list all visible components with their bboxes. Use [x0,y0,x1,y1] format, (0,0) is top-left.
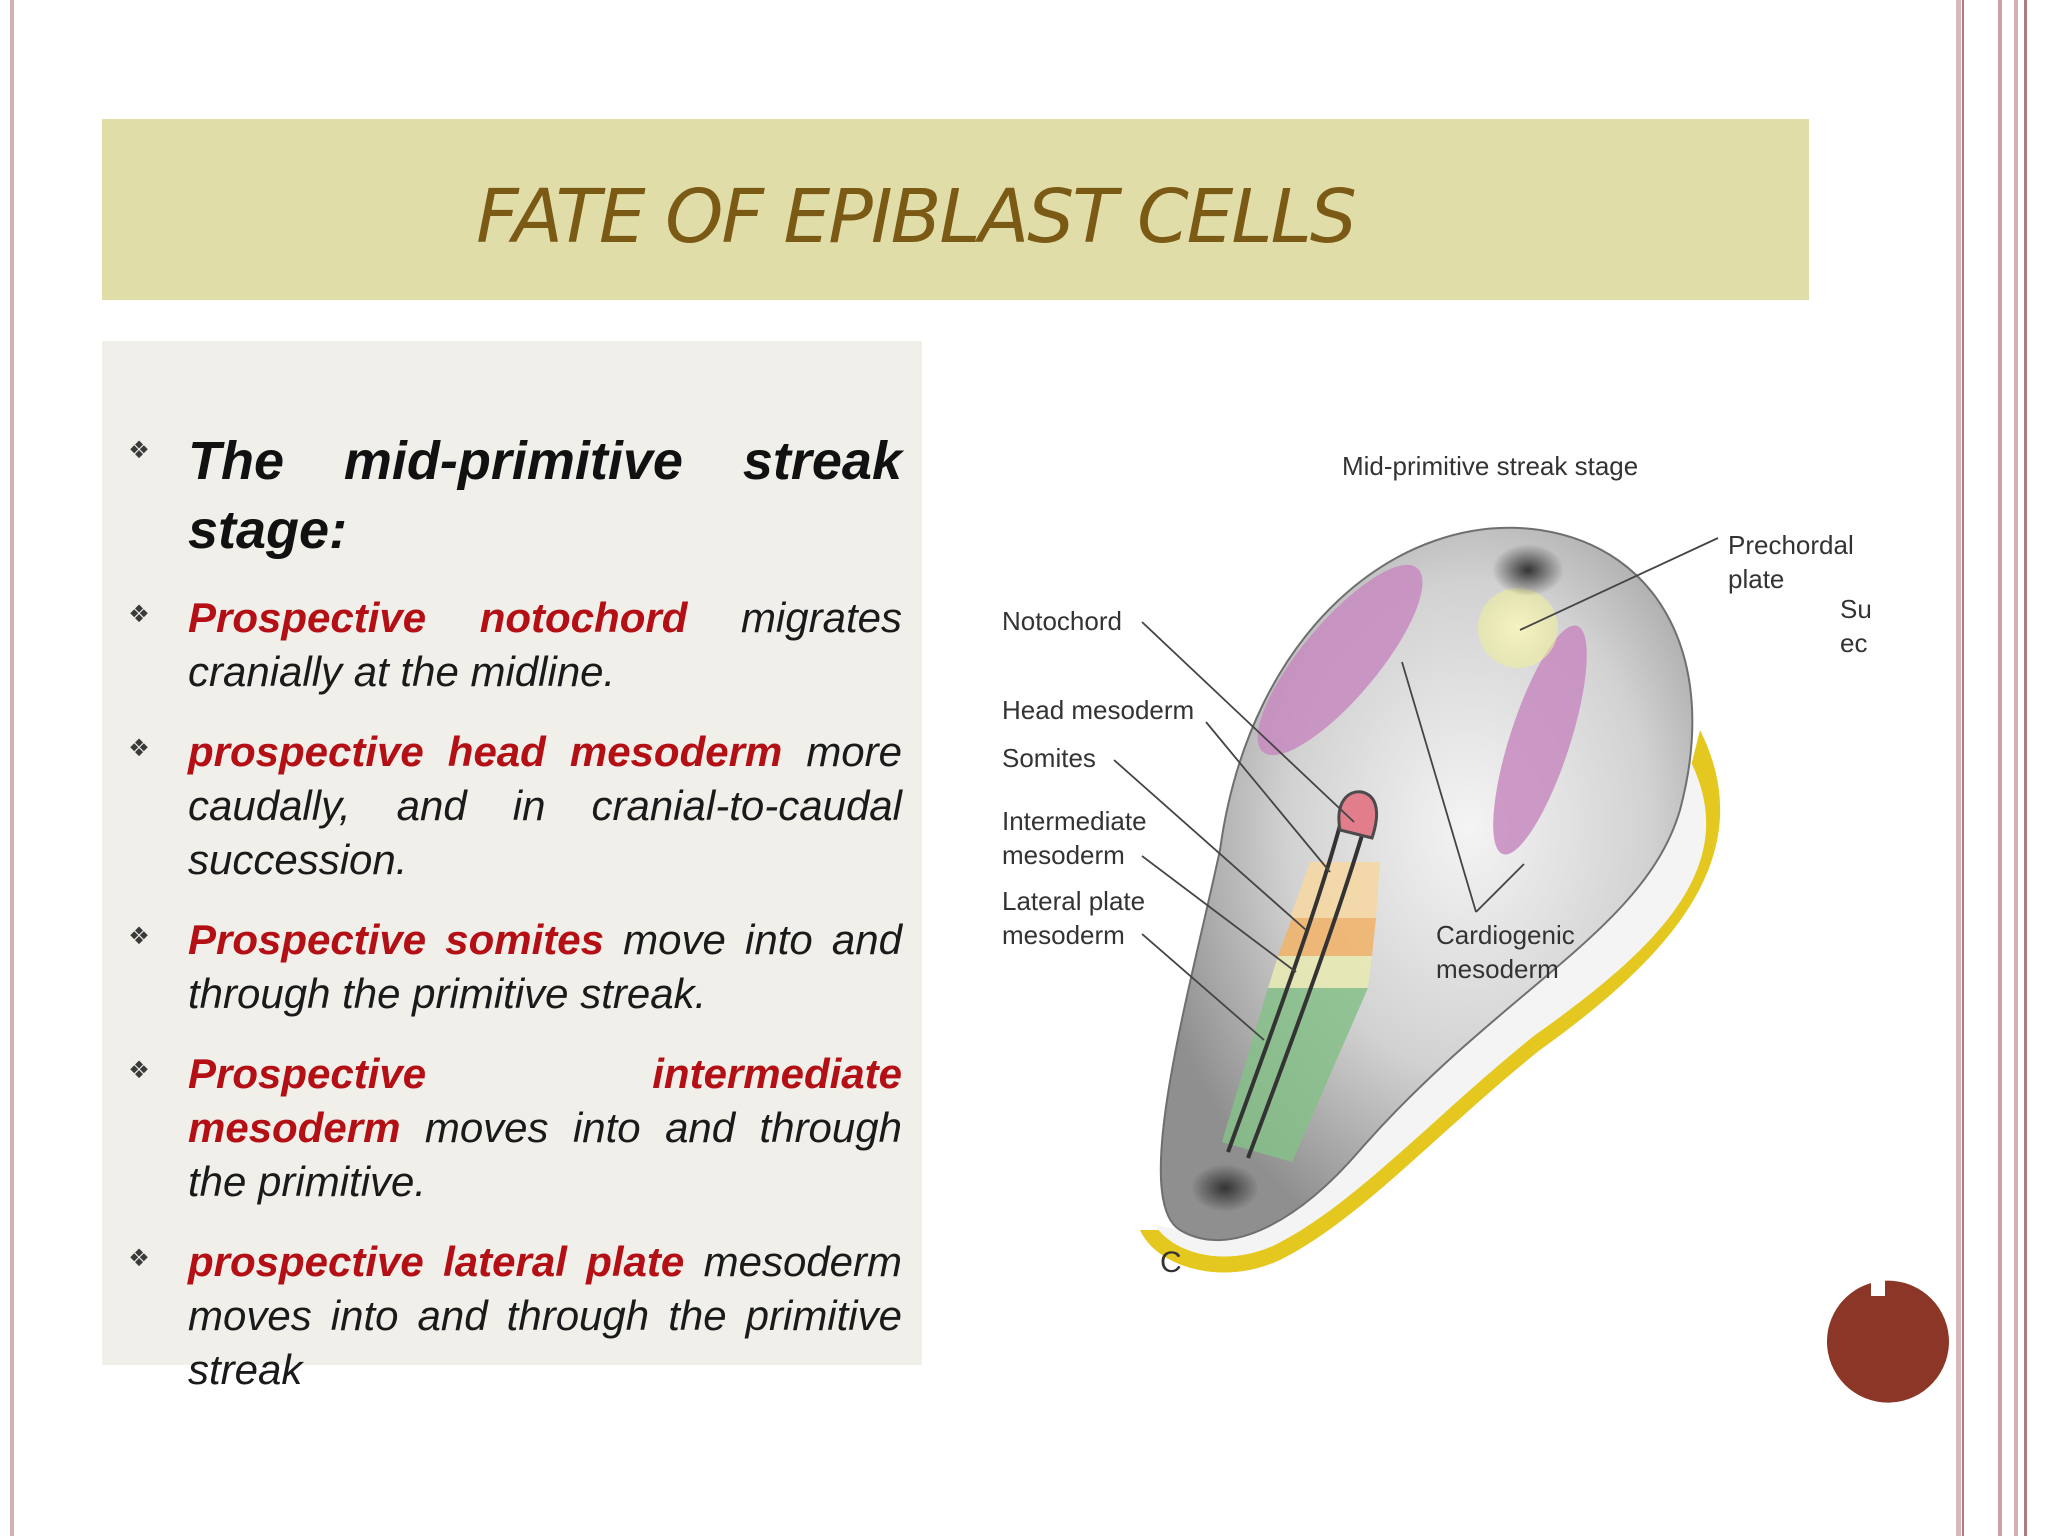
diamond-bullet-icon: ❖ [128,436,150,464]
embryo-diagram-svg: Mid-primitive streak stage Notochord Hea… [1002,451,1872,1279]
primitive-streak-line [1246,821,1368,1159]
badge-notch [1871,1280,1885,1296]
bullet-item: ❖ prospective lateral plate mesoderm mov… [124,1235,902,1397]
right-edge-stripe-5 [2024,0,2027,1536]
label-stage: Mid-primitive streak stage [1342,451,1638,481]
label-panel-c: C [1160,1246,1182,1279]
label-notochord: Notochord [1002,606,1122,636]
diamond-bullet-icon: ❖ [128,600,150,628]
lateral-plate-band [1222,988,1368,1162]
bullet-item: ❖ Prospective notochord migrates cranial… [124,591,902,699]
bullet-rest: mesoderm moves into and through the prim… [188,1238,902,1393]
prechordal-plate [1478,588,1558,668]
left-edge-stripe [10,0,14,1536]
bullet-rest: moves into and through the primitive. [188,1104,902,1205]
label-prechordal-line2: plate [1728,564,1784,594]
leader-line [1205,721,1331,873]
embryo-diagram: Mid-primitive streak stage Notochord Hea… [980,430,1880,1310]
slide-badge-dot [1827,1280,1949,1403]
bullet-text: Prospective intermediate mesoderm moves … [188,1047,902,1209]
bullet-highlight: Prospective intermediate mesoderm [188,1050,902,1151]
bullet-heading: ❖ The mid-primitive streak stage: [124,427,902,565]
leader-line [1401,661,1477,913]
bullet-item: ❖ prospective head mesoderm more caudall… [124,725,902,887]
bullet-highlight: prospective head mesoderm [188,728,783,775]
bullet-text: prospective head mesoderm more caudally,… [188,725,902,887]
disc-features [1191,544,1587,1212]
leader-line [1519,537,1719,631]
label-head-mesoderm: Head mesoderm [1002,695,1194,725]
bullet-rest: migrates cranially at the midline. [188,594,902,695]
cloacal-pit [1191,1164,1259,1212]
title-band: FATE OF EPIBLAST CELLS [102,119,1809,300]
slide-title: FATE OF EPIBLAST CELLS [476,173,1357,260]
slide-badge-shape [1827,1280,1949,1403]
text-panel: ❖ The mid-primitive streak stage: ❖ Pros… [102,341,922,1393]
bullet-highlight: Prospective somites [188,916,605,963]
right-edge-stripe-1 [1956,0,1961,1536]
cardiogenic-oval-right [1493,625,1587,855]
label-intermediate-line1: Intermediate [1002,806,1147,836]
bullet-text: prospective lateral plate mesoderm moves… [188,1235,902,1397]
label-cut-line1: Su [1840,594,1872,624]
bullet-text: Prospective somites move into and throug… [188,913,902,1021]
diamond-bullet-icon: ❖ [128,922,150,950]
label-cut-line2: ec [1840,628,1867,658]
bullet-rest: more caudally, and in cranial-to-caudal … [188,728,903,883]
label-intermediate-line2: mesoderm [1002,840,1125,870]
label-cardiogenic-line2: mesoderm [1436,954,1559,984]
bullet-list: ❖ The mid-primitive streak stage: ❖ Pros… [124,427,902,1423]
right-edge-stripe-3 [1998,0,2002,1536]
leader-line [1475,863,1525,913]
leader-line [1113,759,1307,931]
leader-line [1141,933,1265,1041]
bullet-rest: move into and through the primitive stre… [188,916,902,1017]
label-lateral-line2: mesoderm [1002,920,1125,950]
label-prechordal-line1: Prechordal [1728,530,1854,560]
bullet-item: ❖ Prospective somites move into and thro… [124,913,902,1021]
diamond-bullet-icon: ❖ [128,1056,150,1084]
oropharyngeal-pit [1492,544,1564,596]
bullet-highlight: prospective lateral plate [188,1238,685,1285]
heading-text: The mid-primitive streak stage: [188,431,902,560]
leader-line [1141,855,1297,973]
leader-line [1141,621,1355,823]
bullet-text: Prospective notochord migrates cranially… [188,591,902,699]
primitive-streak-line [1226,817,1344,1153]
leader-lines [1113,537,1719,1041]
label-lateral-line1: Lateral plate [1002,886,1145,916]
right-edge-stripe-4 [2014,0,2018,1536]
label-cardiogenic-line1: Cardiogenic [1436,920,1575,950]
head-mesoderm-band [1290,862,1380,918]
cardiogenic-oval-left [1257,564,1423,756]
notochord-process [1337,790,1379,840]
bullet-highlight: Prospective notochord [188,594,688,641]
diamond-bullet-icon: ❖ [128,734,150,762]
diamond-bullet-icon: ❖ [128,1244,150,1272]
right-edge-stripe-2 [1962,0,1964,1536]
label-somites: Somites [1002,743,1096,773]
bullet-item: ❖ Prospective intermediate mesoderm move… [124,1047,902,1209]
